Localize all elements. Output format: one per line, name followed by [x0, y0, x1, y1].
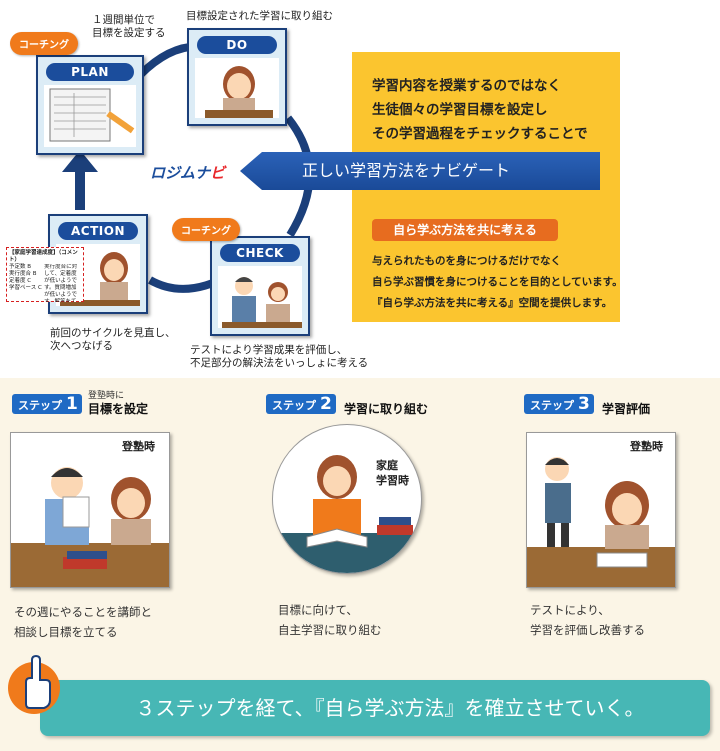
plan-label: PLAN: [46, 63, 134, 81]
info-line: 学習内容を授業するのではなく: [372, 78, 561, 94]
plan-coaching-badge: コーチング: [10, 32, 78, 55]
info-line: その学習過程をチェックすることで: [372, 126, 588, 142]
do-illustration: [195, 58, 279, 118]
note-row: 定着度 C: [9, 278, 32, 284]
action-caption: 前回のサイクルを見直し、 次へつなげる: [50, 327, 176, 352]
check-label: CHECK: [220, 244, 300, 262]
step-3-title: 学習評価: [602, 402, 651, 416]
step-1-title: 目標を設定: [88, 402, 149, 416]
check-card: CHECK: [210, 236, 310, 336]
info-small-line: 与えられたものを身につけるだけでなく: [372, 255, 561, 267]
step-3-box-label: 登塾時: [630, 440, 663, 453]
step-2-box-label: 家庭 学習時: [376, 459, 409, 487]
achievement-note: 【家庭学習達成度】（コメント） 予定数 B 実行度合 B 定着度 C 学習ペース…: [6, 247, 84, 302]
step-3-illustration: [526, 432, 676, 588]
rojimu-navi-logo: ロジムナビ: [150, 164, 226, 182]
pointing-hand-icon: [8, 654, 60, 714]
check-illustration: [218, 266, 302, 328]
plan-card: PLAN: [36, 55, 144, 155]
action-label: ACTION: [58, 222, 138, 240]
step-3-desc: テストにより、 学習を評価し改善する: [530, 603, 645, 637]
step-1-box-label: 登塾時: [122, 440, 155, 453]
do-label: DO: [197, 36, 277, 54]
plan-illustration: [44, 85, 136, 147]
note-comment: 実行度合に対して、定着度が低いようです。質問増加が低いようです。解答をていねいに…: [44, 264, 78, 302]
step-1-illustration: [10, 432, 170, 588]
step-2-illustration: [272, 424, 422, 574]
do-caption: 目標設定された学習に取り組む: [186, 10, 333, 22]
think-together-label: 自ら学ぶ方法を共に考える: [372, 219, 558, 241]
info-small-line: 自ら学ぶ習慣を身につけることを目的としています。: [372, 276, 623, 288]
check-caption: テストにより学習成果を評価し、 不足部分の解決法をいっしょに考える: [190, 344, 369, 369]
step-2-desc: 目標に向けて、 自主学習に取り組む: [278, 603, 382, 637]
step-1-desc: その週にやることを講師と 相談し目標を立てる: [14, 605, 152, 639]
info-small-line: 『自ら学ぶ方法を共に考える』空間を提供します。: [372, 297, 613, 309]
note-row: 実行度合 B: [9, 271, 37, 277]
note-row: 学習ペース C: [9, 285, 42, 291]
step-1-sub: 登塾時に: [88, 391, 125, 401]
note-row: 予定数 B: [9, 264, 32, 270]
step-2-title: 学習に取り組む: [344, 402, 429, 416]
plan-caption: １週間単位で 目標を設定する: [92, 14, 166, 39]
do-card: DO: [187, 28, 287, 126]
conclusion-banner: ３ステップを経て、『自ら学ぶ方法』を確立させていく。: [40, 680, 710, 736]
navigate-banner: 正しい学習方法をナビゲート: [240, 152, 600, 190]
info-line: 生徒個々の学習目標を設定し: [372, 102, 548, 118]
check-coaching-badge: コーチング: [172, 218, 240, 241]
